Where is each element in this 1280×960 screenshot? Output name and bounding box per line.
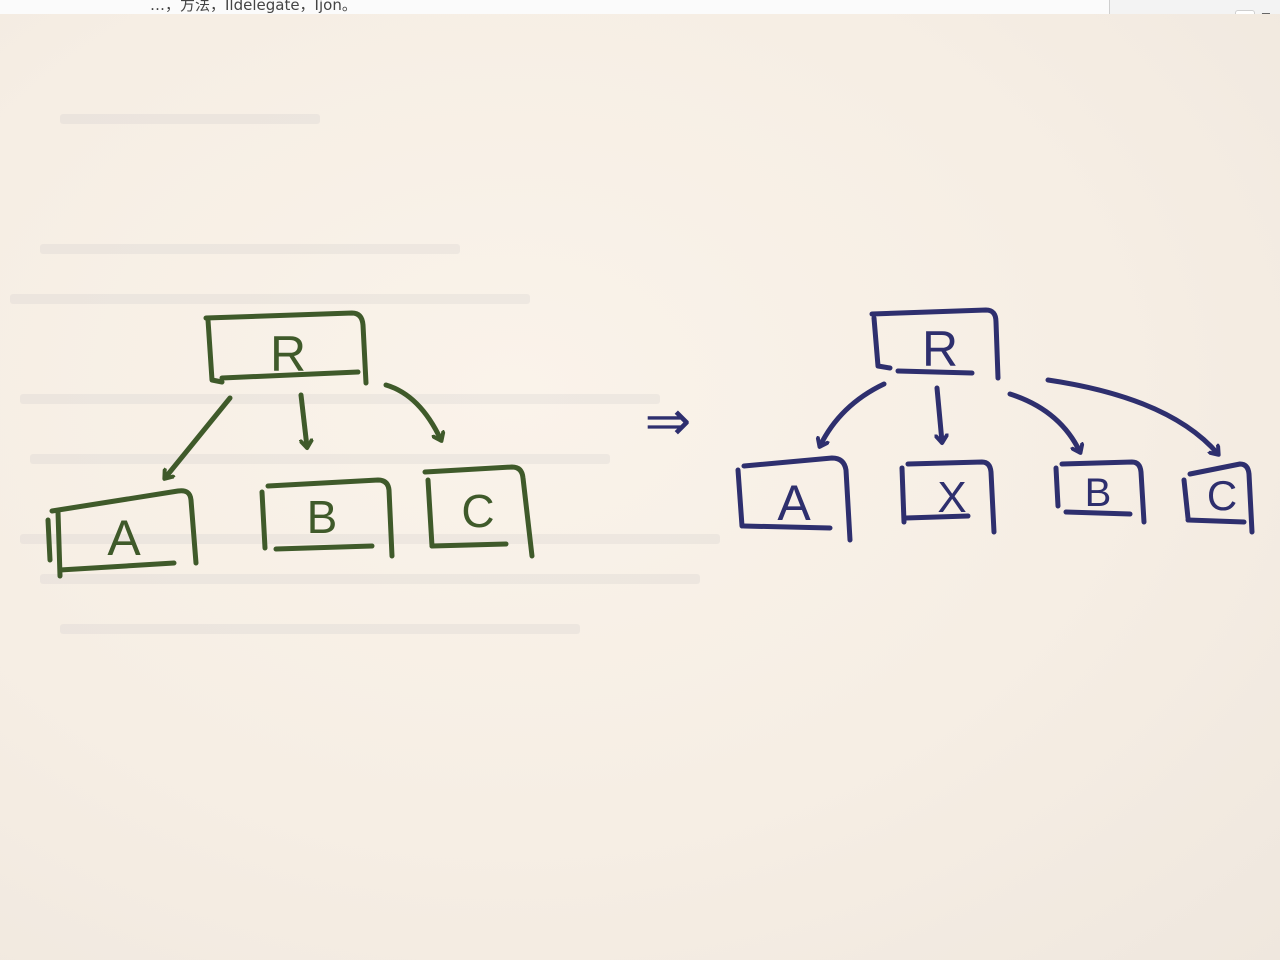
right-edge-r-to-a [820,381,887,446]
right-edge-r-to-b [1007,391,1080,452]
right-node-x-label: X [937,473,966,522]
left-node-c-label: C [461,485,494,537]
left-node-a-label: A [107,510,141,566]
right-node-x-box [899,459,997,535]
right-node-a-box [735,455,853,543]
left-tree [45,310,535,579]
show-through-line [30,454,610,464]
show-through-line [60,624,580,634]
right-edge-r-to-c [1045,377,1218,454]
paper-sheet [0,14,1280,960]
right-node-b-box [1053,459,1147,525]
right-root-node-box [869,307,1001,381]
show-through-line [60,114,320,124]
left-edge-r-to-c [383,382,441,440]
left-node-c-box [422,464,535,559]
left-node-a-box [45,488,199,579]
right-node-b-label: B [1085,471,1112,515]
right-node-c-label: C [1207,472,1237,519]
screen-leak-text: …，方法，Ildelegate，Ijon。 [150,0,357,14]
left-edge-r-to-a [165,395,233,478]
show-through-line [40,574,700,584]
right-edge-r-to-x [937,385,942,442]
transform-arrow: ⇒ [645,389,692,452]
left-edge-r-to-b [298,392,307,447]
left-root-label: R [270,326,306,382]
right-node-a-label: A [777,475,811,531]
show-through-line [20,394,660,404]
show-through-line [20,534,720,544]
right-node-c-box [1181,461,1255,535]
left-node-b-label: B [307,491,338,543]
right-root-label: R [922,321,958,377]
left-node-b-box [259,477,395,559]
right-tree [735,307,1255,543]
show-through-line [40,244,460,254]
left-root-node-box [203,310,369,386]
show-through-line [10,294,530,304]
